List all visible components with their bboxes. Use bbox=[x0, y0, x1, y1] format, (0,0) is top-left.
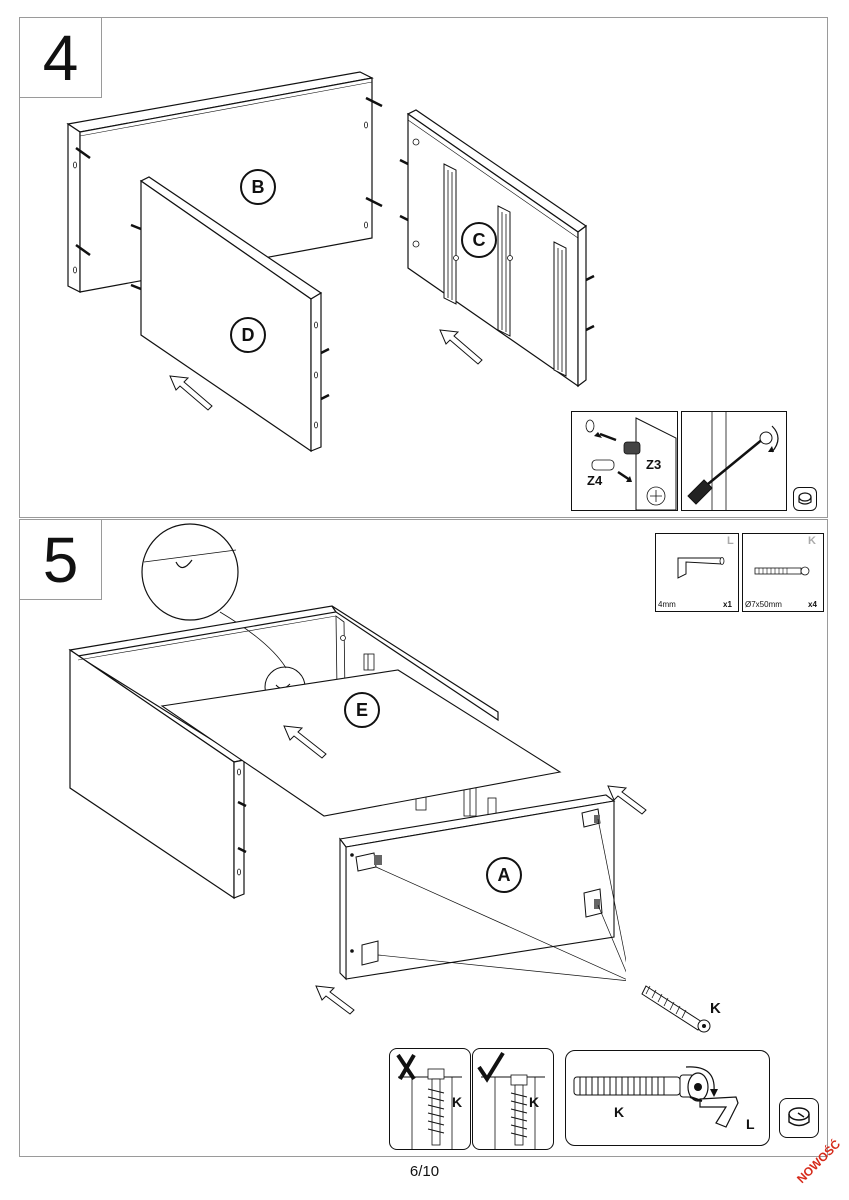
cam-detail-drawing bbox=[585, 417, 677, 511]
correct-assembly-box bbox=[472, 1048, 554, 1150]
allen-key-usage-box bbox=[565, 1050, 770, 1146]
detail-k-label-1: K bbox=[452, 1094, 463, 1110]
allen-key-icon bbox=[677, 557, 725, 579]
allen-key-usage-drawing bbox=[573, 1066, 739, 1128]
screw-icon bbox=[754, 566, 810, 576]
groove-zoom-detail bbox=[141, 523, 306, 708]
panel-a-drawing bbox=[339, 794, 626, 981]
detail-k-label-2: K bbox=[529, 1094, 540, 1110]
hardware-qty-k: x4 bbox=[808, 600, 817, 609]
screwdriver-detail-box bbox=[681, 411, 787, 511]
panel-c-drawing bbox=[399, 109, 595, 388]
detail-l-label: L bbox=[746, 1116, 755, 1132]
page-number: 6/10 bbox=[409, 1163, 440, 1180]
part-label-b: B bbox=[240, 169, 276, 205]
screwdriver-detail-drawing bbox=[687, 412, 779, 510]
hardware-letter-l: L bbox=[727, 535, 734, 547]
fitting-label-z3: Z3 bbox=[646, 457, 662, 472]
part-label-d: D bbox=[230, 317, 266, 353]
step-5-number: 5 bbox=[20, 520, 102, 600]
screw-k-label: K bbox=[710, 1000, 721, 1017]
hardware-size-k: Ø7x50mm bbox=[745, 600, 782, 609]
hardware-size-l: 4mm bbox=[658, 600, 676, 609]
insert-arrow-d bbox=[169, 375, 213, 411]
insert-arrow-a-left bbox=[315, 985, 355, 1015]
wrong-assembly-box bbox=[389, 1048, 471, 1150]
insert-arrow-c bbox=[439, 329, 483, 365]
screw-k-drawing bbox=[641, 985, 711, 1033]
insert-arrow-a-right bbox=[607, 785, 647, 815]
hardware-box-k bbox=[742, 533, 824, 612]
tool-icon-step4 bbox=[793, 487, 817, 511]
hardware-qty-l: x1 bbox=[723, 600, 732, 609]
part-label-e: E bbox=[344, 692, 380, 728]
part-label-a: A bbox=[486, 857, 522, 893]
cam-detail-box bbox=[571, 411, 678, 511]
tool-icon-step5 bbox=[779, 1098, 819, 1138]
insert-arrow-e bbox=[283, 725, 327, 759]
panel-d-drawing bbox=[130, 176, 330, 453]
correct-assembly-drawing bbox=[477, 1051, 545, 1149]
wrong-assembly-drawing bbox=[396, 1053, 462, 1149]
hardware-box-l bbox=[655, 533, 739, 612]
part-label-c: C bbox=[461, 222, 497, 258]
panel-e-drawing bbox=[160, 669, 562, 817]
detail-k-label-3: K bbox=[614, 1104, 625, 1120]
fitting-label-z4: Z4 bbox=[587, 473, 603, 488]
step-4-number: 4 bbox=[20, 18, 102, 98]
hardware-letter-k: K bbox=[808, 535, 816, 547]
